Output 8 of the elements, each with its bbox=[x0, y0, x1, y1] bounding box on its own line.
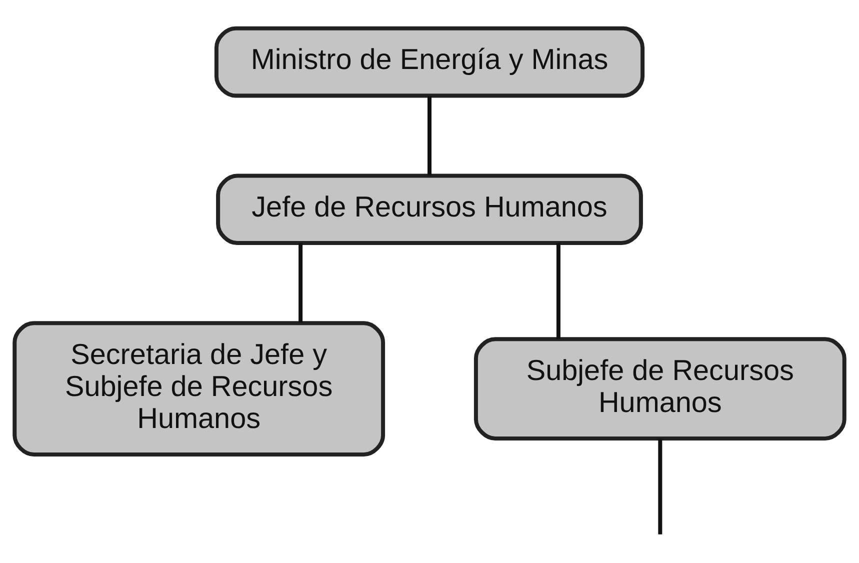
node-box: Subjefe de Recursos Humanos bbox=[474, 337, 846, 440]
connector bbox=[298, 243, 303, 323]
connector bbox=[556, 243, 560, 339]
node-box: Ministro de Energía y Minas bbox=[214, 26, 645, 98]
node-box: Secretaria de Jefe y Subjefe de Recursos Humanos bbox=[12, 321, 386, 456]
connector bbox=[658, 438, 662, 534]
node-box: Jefe de Recursos Humanos bbox=[216, 174, 643, 246]
connector bbox=[428, 96, 432, 176]
